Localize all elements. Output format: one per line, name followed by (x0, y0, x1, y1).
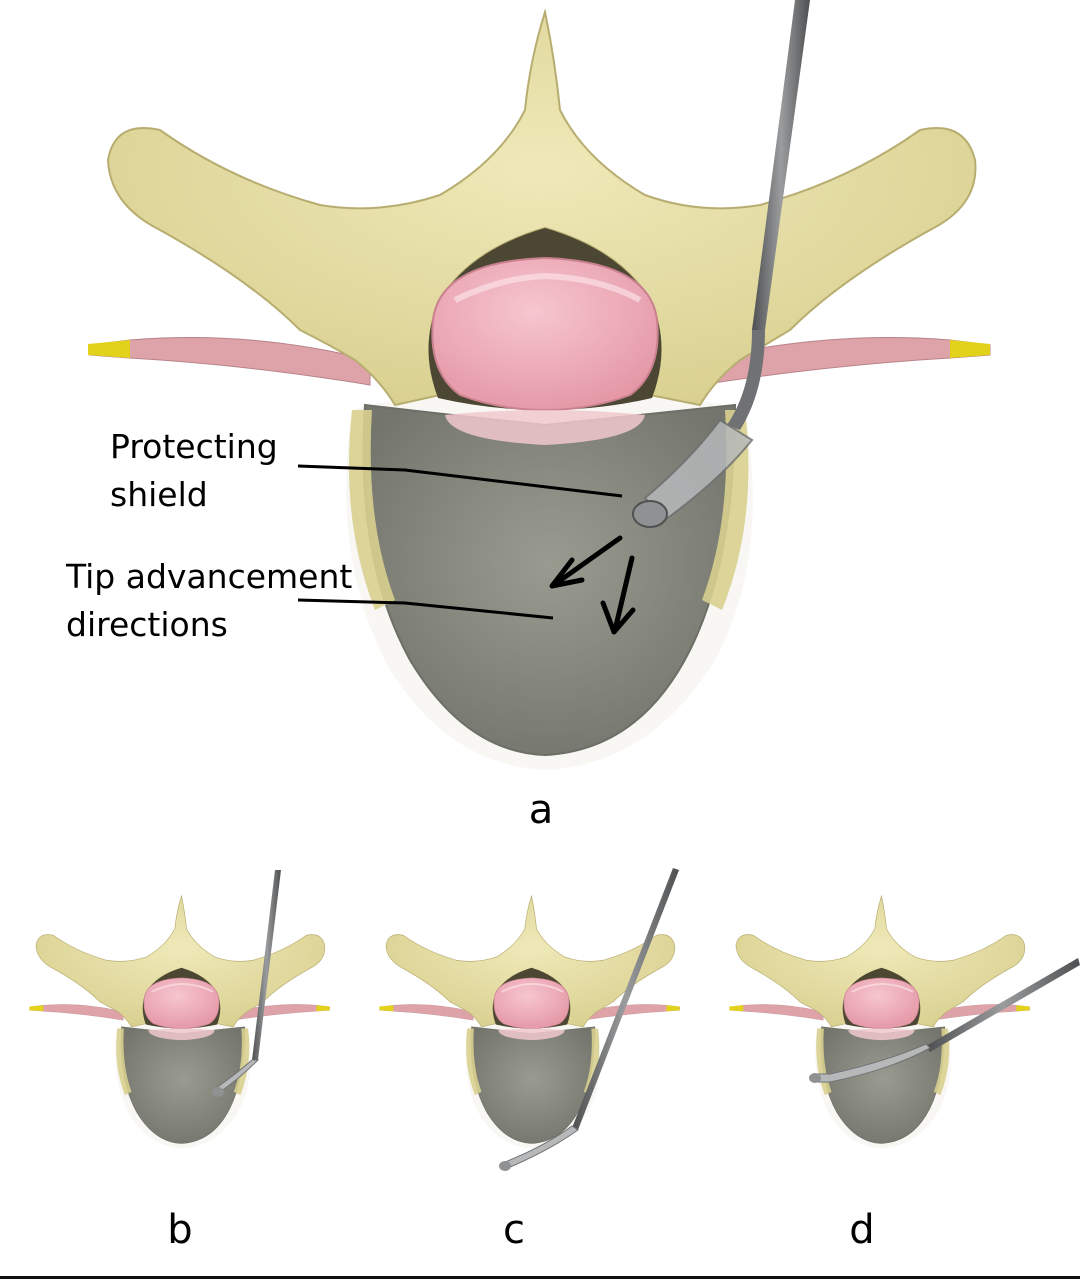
arrow-advance-2 (600, 555, 636, 635)
label-protecting-shield: Protecting shield (110, 427, 278, 514)
leader-line-tip (297, 598, 554, 620)
panel-label-d: d (849, 1207, 875, 1253)
panel-label-a: a (528, 787, 554, 833)
leader-line-shield (297, 464, 623, 498)
instrument-c (499, 868, 679, 1171)
panel-label-b: b (167, 1207, 193, 1253)
bottom-rule (0, 1276, 1080, 1279)
vertebra-d (728, 894, 1031, 1150)
label-tip-advancement: Tip advancement directions (66, 557, 353, 644)
vertebra-b (28, 894, 331, 1150)
instrument-a (632, 0, 810, 528)
instrument-d (809, 958, 1080, 1083)
vertebra-c (378, 894, 681, 1150)
vertebra-a (88, 12, 990, 770)
arrow-advance-1 (549, 535, 623, 589)
instrument-b (212, 870, 281, 1097)
panel-label-c: c (503, 1207, 525, 1253)
